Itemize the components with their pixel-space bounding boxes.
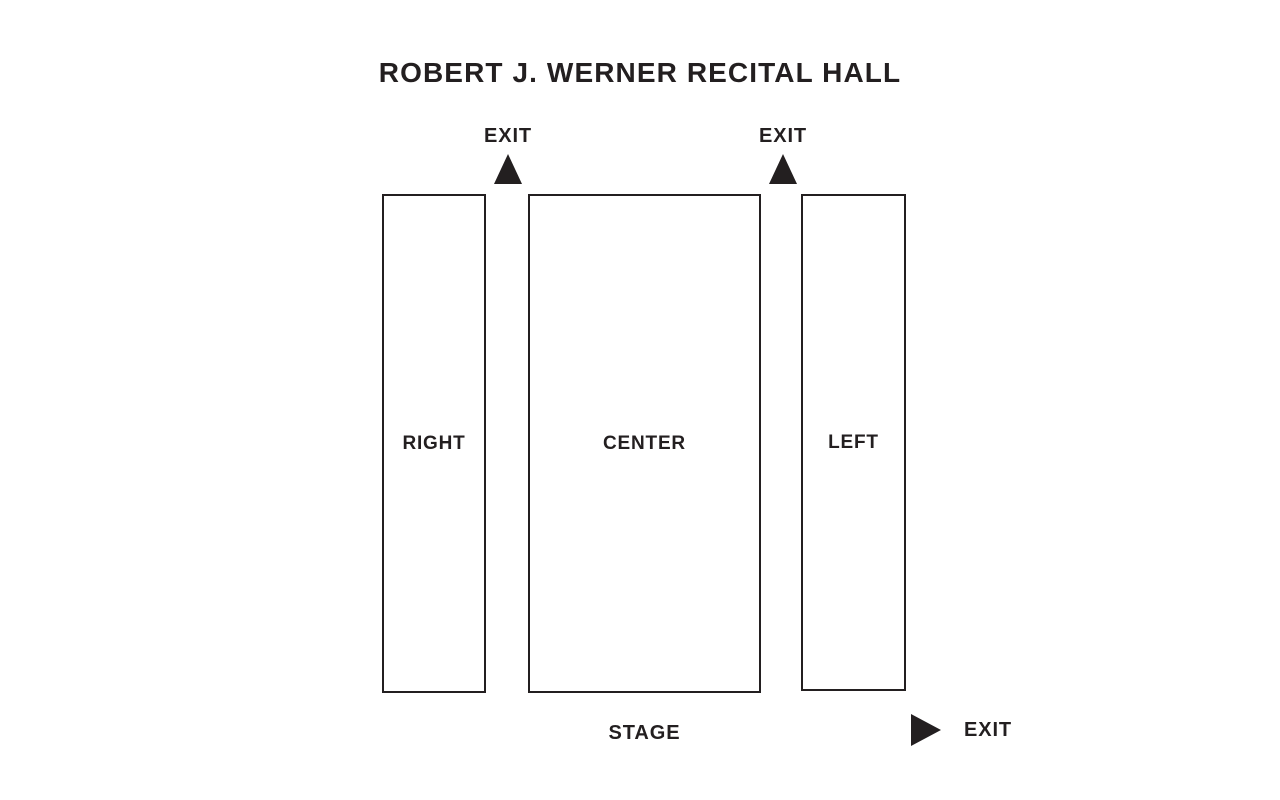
exit-marker-top-right: EXIT	[733, 124, 833, 196]
section-center[interactable]: CENTER	[528, 194, 761, 693]
page-title: ROBERT J. WERNER RECITAL HALL	[378, 57, 902, 88]
triangle-up-icon	[769, 154, 797, 184]
exit-marker-bottom-right: EXIT	[911, 713, 1012, 747]
section-left[interactable]: LEFT	[801, 194, 906, 691]
exit-label: EXIT	[758, 125, 808, 147]
stage-label: STAGE	[608, 722, 681, 744]
triangle-right-icon	[911, 714, 941, 746]
triangle-up-icon	[494, 154, 522, 184]
section-label: LEFT	[828, 431, 879, 453]
exit-marker-top-left: EXIT	[458, 124, 558, 196]
section-right[interactable]: RIGHT	[382, 194, 486, 693]
exit-label: EXIT	[964, 719, 1013, 741]
section-label: RIGHT	[402, 432, 466, 454]
exit-label: EXIT	[483, 125, 533, 147]
section-label: CENTER	[603, 432, 686, 454]
